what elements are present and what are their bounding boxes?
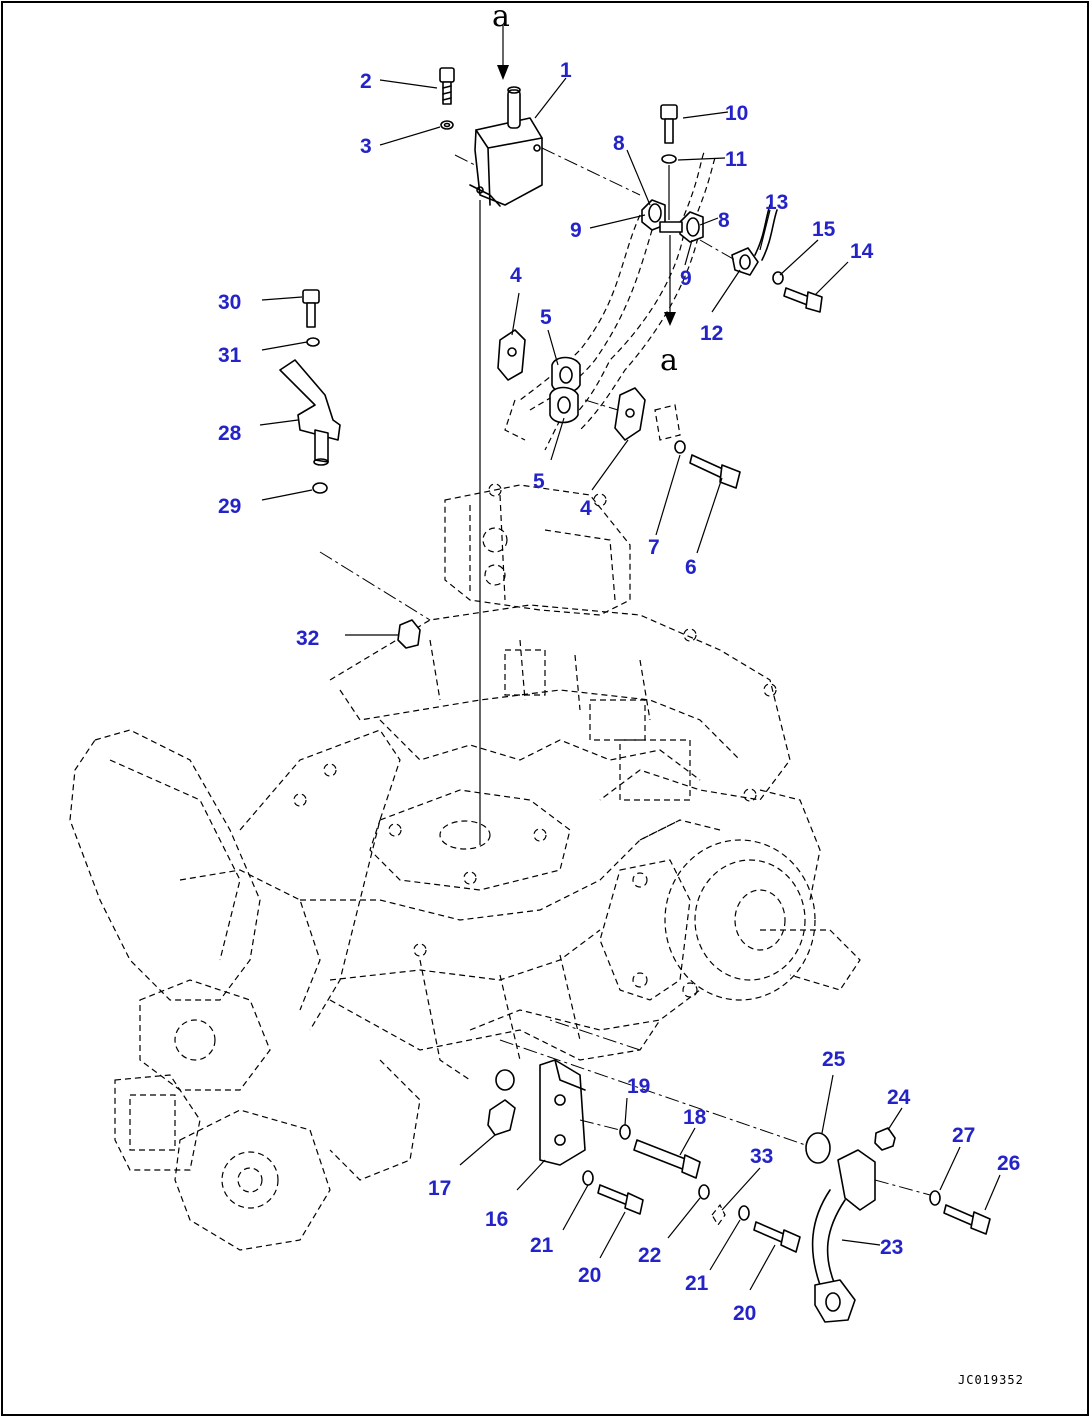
bolt-2: [439, 67, 455, 105]
callout-30: 30: [218, 291, 241, 314]
washer-22: [698, 1184, 710, 1200]
hose-13: [754, 204, 778, 261]
washer-19: [619, 1124, 631, 1140]
callout-8-b: 8: [718, 209, 730, 232]
callout-24: 24: [887, 1086, 911, 1109]
washer-7: [674, 440, 686, 454]
callout-14: 14: [850, 240, 874, 263]
callout-20-b: 20: [733, 1302, 756, 1325]
bolt-26: [943, 1204, 991, 1235]
callout-19: 19: [627, 1075, 650, 1098]
elbow-23: [811, 1149, 876, 1323]
callout-20: 20: [578, 1264, 601, 1287]
oring-25: [805, 1132, 831, 1164]
callout-26: 26: [997, 1152, 1020, 1175]
callout-15: 15: [812, 218, 836, 241]
callout-labels: a a 1 2 3 10 11 8 9 8 9 13 15 14 12 4 5 …: [218, 0, 1024, 1387]
callout-13: 13: [765, 191, 788, 214]
plug-24: [874, 1127, 896, 1151]
callout-5: 5: [540, 306, 552, 329]
callout-8: 8: [613, 132, 625, 155]
drawing-code: JC019352: [958, 1373, 1024, 1387]
view-marker-top: a: [492, 0, 510, 34]
callout-4: 4: [510, 264, 522, 287]
pin-33: [711, 1203, 726, 1227]
washer-21-left: [582, 1170, 594, 1186]
callout-4-b: 4: [580, 497, 592, 520]
callout-7: 7: [648, 536, 660, 559]
callout-9-b: 9: [680, 267, 692, 290]
callout-5-b: 5: [533, 470, 545, 493]
callout-18: 18: [683, 1106, 707, 1129]
bolt-14: [783, 287, 823, 313]
callout-12: 12: [700, 322, 723, 345]
clip-12: [731, 247, 759, 276]
elbow-28: [279, 359, 341, 466]
oring-29: [312, 482, 328, 494]
callout-6: 6: [685, 556, 697, 579]
clamp-8-9-right: [679, 211, 704, 243]
clamp-4-upper: [497, 329, 526, 381]
view-marker-bottom: a: [660, 343, 678, 378]
washer-27: [929, 1190, 941, 1206]
callout-9: 9: [570, 219, 582, 242]
callout-21: 21: [530, 1234, 554, 1257]
callout-17: 17: [428, 1177, 451, 1200]
callout-29: 29: [218, 495, 241, 518]
clamp-plate: [659, 221, 683, 233]
callout-21-b: 21: [685, 1272, 709, 1295]
bolt-18: [633, 1139, 701, 1179]
callout-10: 10: [725, 102, 748, 125]
washer-31: [306, 337, 320, 347]
callout-22: 22: [638, 1244, 661, 1267]
bracket-1: [469, 86, 543, 207]
bracket-16: [539, 1059, 586, 1166]
callout-27: 27: [952, 1124, 975, 1147]
bolt-30: [302, 289, 320, 328]
callout-11: 11: [725, 148, 748, 171]
bolt-6: [689, 454, 741, 489]
callout-23: 23: [880, 1236, 903, 1259]
bolt-20-right: [753, 1221, 801, 1253]
callout-31: 31: [218, 344, 242, 367]
cushion-5-lower: [549, 386, 579, 424]
transmission-assembly: [69, 483, 861, 1251]
washer-3: [440, 120, 454, 130]
callout-32: 32: [296, 627, 319, 650]
callout-leaders: [259, 77, 1001, 1291]
hoses: [504, 149, 717, 451]
callout-2: 2: [360, 70, 372, 93]
plug-32: [397, 619, 421, 649]
oring-17: [487, 1069, 516, 1136]
washer-11: [661, 154, 677, 164]
callout-16: 16: [485, 1208, 508, 1231]
clamp-4-lower: [614, 387, 646, 441]
callout-33: 33: [750, 1145, 773, 1168]
callout-1: 1: [560, 59, 572, 82]
bolt-10: [660, 104, 678, 144]
callout-25: 25: [822, 1048, 846, 1071]
callout-28: 28: [218, 422, 242, 445]
callout-3: 3: [360, 135, 372, 158]
bolt-20-left: [597, 1184, 644, 1215]
washer-21-right: [738, 1205, 750, 1221]
